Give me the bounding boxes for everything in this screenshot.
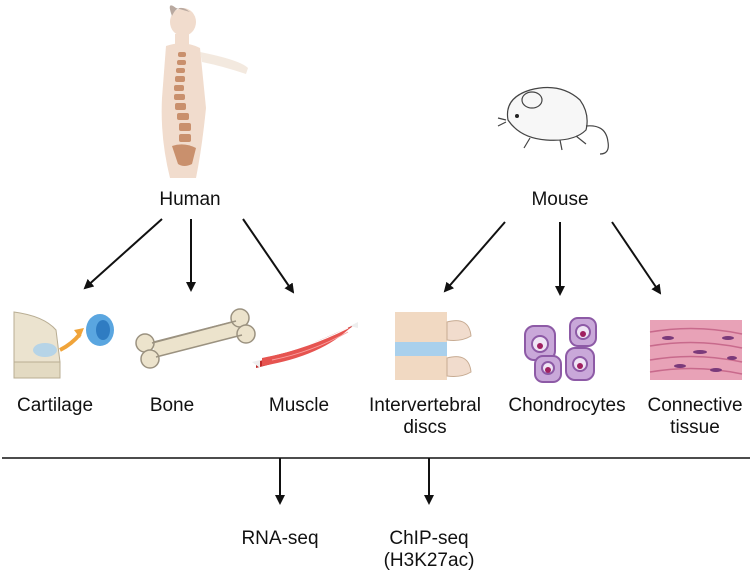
assay-label-rna-seq: RNA-seq	[241, 528, 319, 549]
tissue-label-bone: Bone	[149, 395, 195, 416]
human-to-cartilage-arrow	[83, 218, 163, 290]
tissue-label-cartilage: Cartilage	[16, 395, 94, 416]
muscle-icon	[252, 322, 358, 368]
chondrocyte-cells-icon	[524, 317, 597, 383]
tissue-label-intervertebral-discs: Intervertebral discs	[369, 395, 481, 438]
connective-tissue-icon	[649, 320, 743, 380]
tissue-label-chondrocytes: Chondrocytes	[508, 395, 626, 416]
assay-label-chip-seq: ChIP-seq (H3K27ac)	[383, 528, 475, 571]
mouse-to-discs-arrow	[443, 221, 506, 293]
bone-icon	[135, 308, 256, 369]
tissue-label-muscle: Muscle	[268, 395, 330, 416]
tissue-label-connective-tissue: Connective tissue	[647, 395, 743, 438]
human-spine-illustration	[161, 5, 248, 178]
mouse-illustration	[497, 87, 609, 155]
mouse-to-connective-arrow	[611, 221, 662, 295]
knee-joint-icon	[13, 311, 114, 379]
human-to-muscle-arrow	[242, 218, 295, 294]
mouse-label: Mouse	[531, 189, 589, 210]
human-label: Human	[159, 189, 221, 210]
spinal-disc-icon	[395, 312, 472, 380]
